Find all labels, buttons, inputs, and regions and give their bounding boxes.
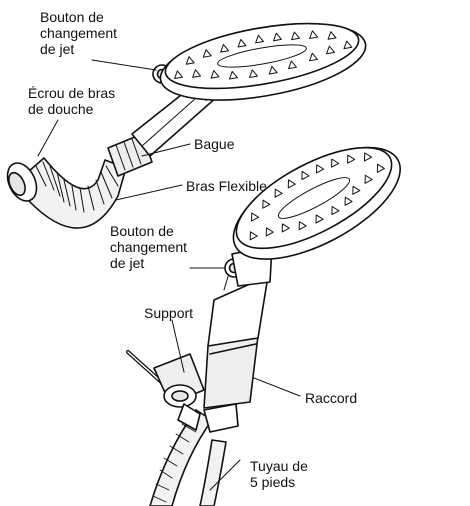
leader-flexible-arm — [116, 185, 182, 200]
label-flexible-arm: Bras Flexible — [186, 178, 267, 194]
label-five-foot-hose: Tuyau de 5 pieds — [250, 458, 308, 490]
label-bottom-jet-switch-button: Bouton de changement de jet — [110, 223, 187, 271]
label-connector: Raccord — [305, 390, 357, 406]
flexible-arm — [28, 158, 126, 228]
leader-top-jet-button — [92, 60, 156, 70]
label-support-bracket: Support — [144, 305, 193, 321]
label-ring: Bague — [194, 136, 234, 152]
support-bracket — [154, 354, 204, 430]
leader-arm-nut — [38, 120, 58, 156]
label-top-jet-switch-button: Bouton de changement de jet — [40, 9, 117, 57]
leader-connector — [254, 378, 300, 396]
label-shower-arm-nut: Écrou de bras de douche — [28, 85, 115, 117]
